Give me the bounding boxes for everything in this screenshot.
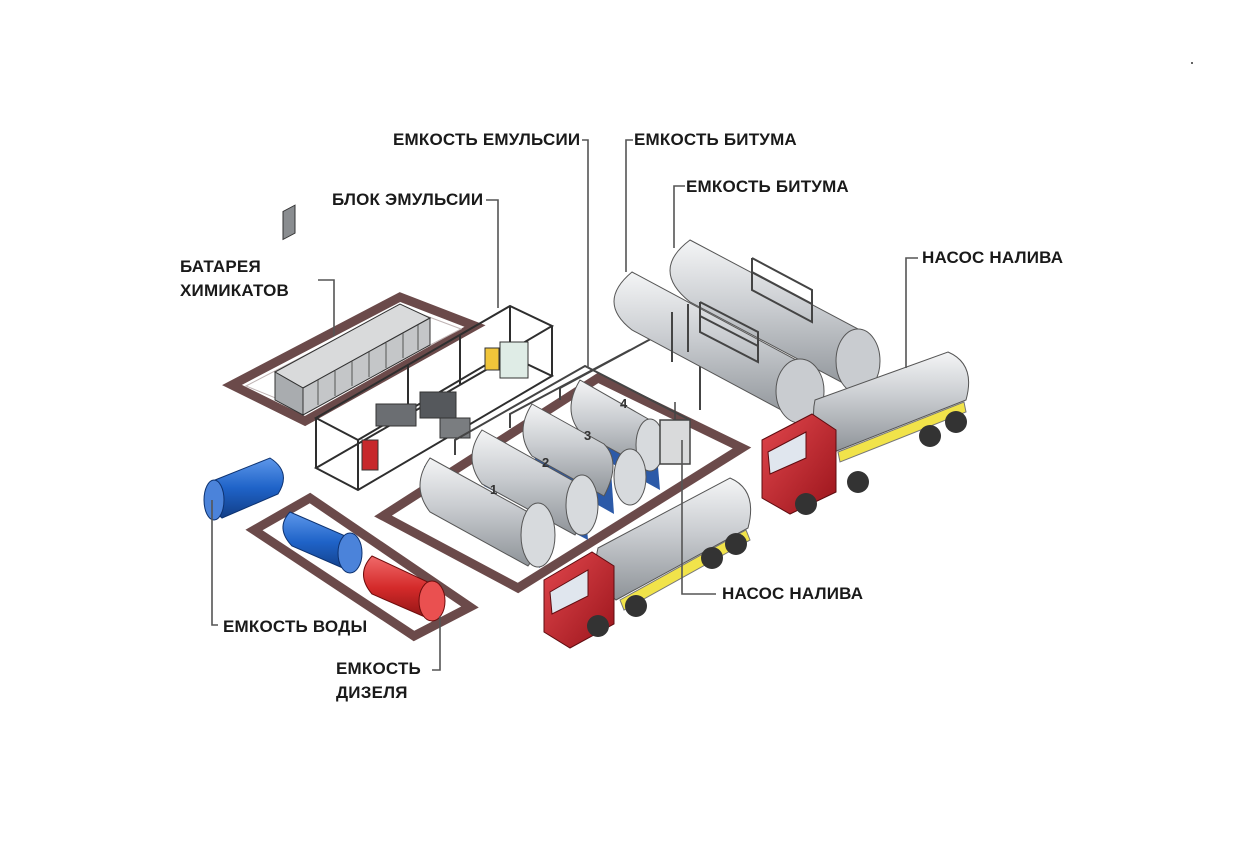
tanker-truck-left <box>543 477 752 649</box>
label-chem-battery-line1: БАТАРЕЯ <box>180 257 261 276</box>
water-tank-standalone <box>203 457 284 521</box>
label-emulsion-block: БЛОК ЭМУЛЬСИИ <box>332 190 484 209</box>
label-diesel-tank-line1: ЕМКОСТЬ <box>336 659 421 678</box>
water-tank-platform <box>282 511 363 574</box>
emulsion-tank-1 <box>419 457 556 568</box>
label-bitumen-tank-1: ЕМКОСТЬ БИТУМА <box>634 130 797 149</box>
emulsion-tank-4-number: 4 <box>620 396 628 411</box>
chemical-battery <box>273 204 432 416</box>
emulsion-tank-2-number: 2 <box>542 455 549 470</box>
tanker-truck-right <box>761 351 970 515</box>
label-loading-pump-bottom: НАСОС НАЛИВА <box>722 584 864 603</box>
leader-lines <box>211 139 918 671</box>
label-loading-pump-top: НАСОС НАЛИВА <box>922 248 1064 267</box>
diesel-tank <box>363 555 446 622</box>
fuel-tanks-platform <box>245 492 479 642</box>
emulsion-tank-1-number: 1 <box>490 482 497 497</box>
label-water-tank: ЕМКОСТЬ ВОДЫ <box>223 617 368 636</box>
emulsion-tank-2 <box>471 429 599 540</box>
emulsion-tank-3-number: 3 <box>584 428 591 443</box>
label-emulsion-tank: ЕМКОСТЬ ЕМУЛЬСИИ <box>393 130 581 149</box>
emulsion-block-equipment <box>361 341 529 471</box>
bitumen-tank-rear <box>669 239 881 394</box>
dot-mark <box>1191 62 1193 64</box>
label-bitumen-tank-2: ЕМКОСТЬ БИТУМА <box>686 177 849 196</box>
label-diesel-tank-line2: ДИЗЕЛЯ <box>336 683 408 702</box>
emulsion-tank-pumps <box>659 402 691 465</box>
label-chem-battery-line2: ХИМИКАТОВ <box>180 281 290 300</box>
